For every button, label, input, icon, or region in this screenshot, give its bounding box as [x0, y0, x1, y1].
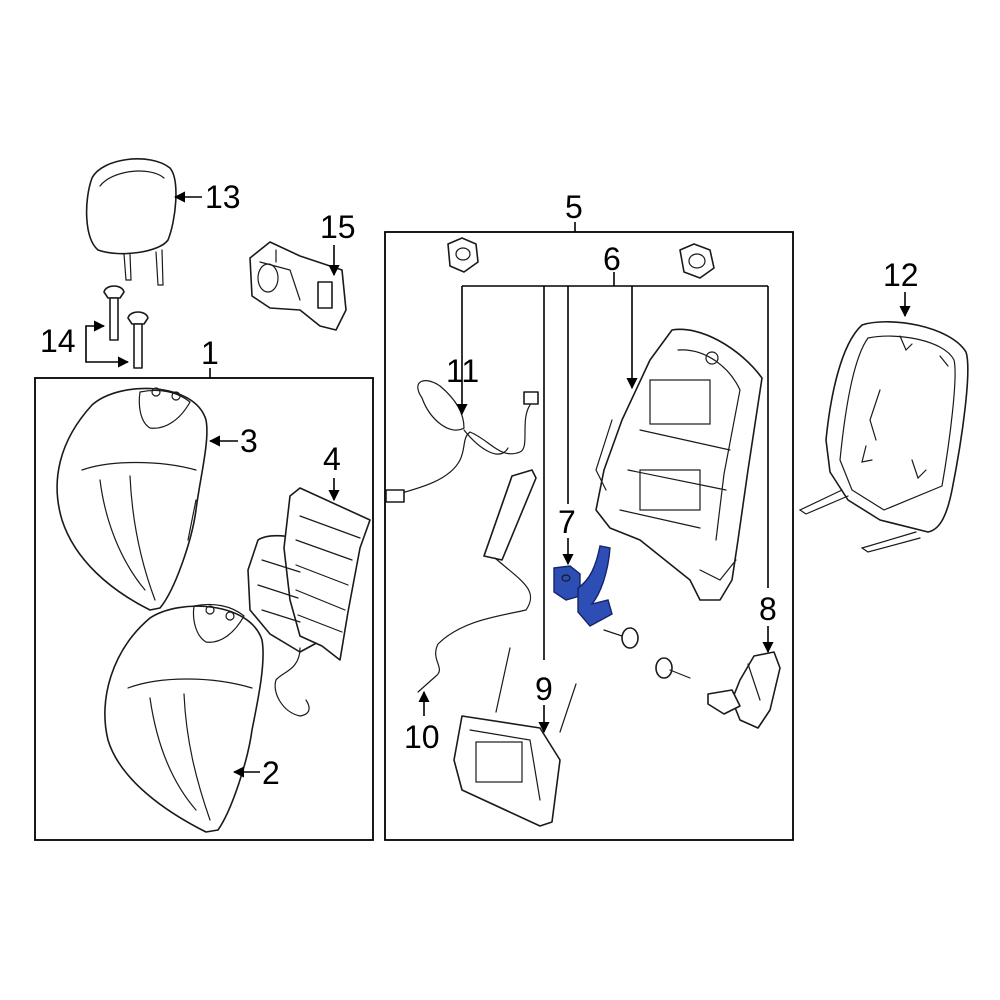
group-box-5	[384, 231, 794, 841]
side-trim-cover[interactable]	[707, 651, 781, 729]
callout-8: 8	[759, 591, 777, 627]
seat-back-panel[interactable]	[798, 321, 969, 553]
callout-4: 4	[323, 441, 341, 477]
callout-9: 9	[535, 671, 553, 707]
callout-11: 11	[446, 353, 479, 389]
callout-5: 5	[565, 189, 583, 225]
headrest-bracket[interactable]	[249, 241, 347, 331]
recliner-bracket-highlighted[interactable]	[553, 545, 613, 627]
seat-back-cover-3[interactable]	[56, 387, 208, 611]
callout-12: 12	[883, 257, 919, 293]
bolt-a[interactable]	[603, 627, 639, 649]
headrest-guide-bolts[interactable]	[103, 285, 149, 369]
callout-7: 7	[558, 504, 576, 540]
headrest[interactable]	[85, 158, 177, 286]
group-box-1	[34, 377, 374, 841]
side-airbag[interactable]	[417, 469, 537, 693]
callout-10: 10	[404, 719, 440, 755]
callout-6: 6	[603, 241, 621, 277]
seat-back-pad[interactable]	[247, 487, 371, 717]
seat-back-frame[interactable]	[595, 328, 763, 601]
callout-2: 2	[262, 755, 280, 791]
nut-left[interactable]	[447, 237, 479, 273]
callout-14: 14	[40, 323, 76, 359]
callout-13: 13	[205, 179, 241, 215]
callout-1: 1	[201, 335, 219, 371]
callout-3: 3	[240, 423, 258, 459]
seat-back-cover-2[interactable]	[104, 603, 264, 833]
lumbar-support[interactable]	[453, 647, 577, 827]
bolt-b[interactable]	[655, 657, 691, 679]
leader-lines	[85, 191, 911, 778]
nut-right[interactable]	[679, 243, 715, 279]
callout-15: 15	[320, 209, 356, 245]
